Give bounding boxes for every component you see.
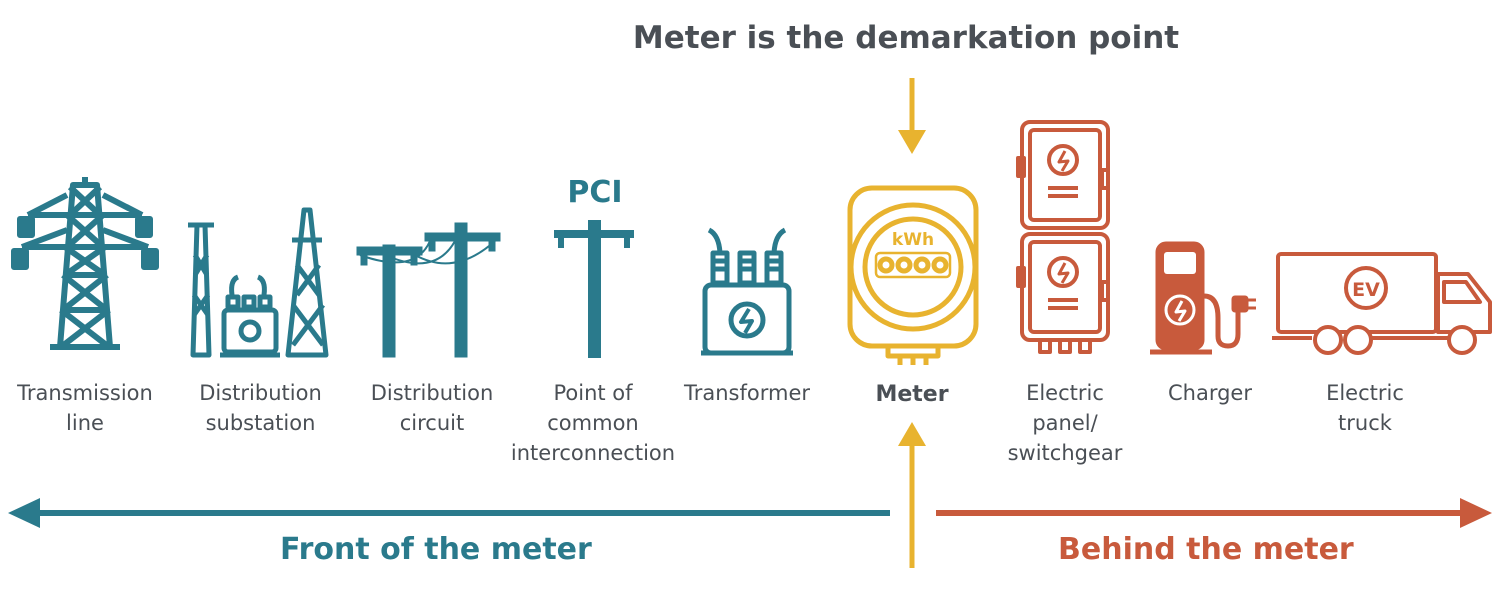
behind-arrow-icon: [936, 498, 1492, 528]
label-electric-truck: Electric truck: [1326, 381, 1404, 435]
ev-badge-text: EV: [1352, 279, 1380, 301]
label-distribution-circuit: Distribution circuit: [370, 381, 494, 435]
label-electric-panel: Electric panel/ switchgear: [1007, 381, 1123, 465]
label-transmission-line: Transmission line: [17, 381, 153, 435]
electric-panel-icon: [1016, 120, 1110, 354]
label-charger: Charger: [1168, 381, 1252, 405]
transformer-icon: [701, 227, 793, 356]
front-arrow-icon: [8, 498, 890, 528]
kwh-text: kWh: [892, 230, 934, 250]
down-arrow-icon: [898, 78, 926, 154]
diagram-title: Meter is the demarkation point: [632, 20, 1180, 56]
pci-label: PCI: [567, 175, 623, 210]
electric-truck-icon: EV: [1272, 252, 1492, 355]
label-meter: Meter: [875, 382, 949, 407]
substation-icon: [188, 207, 329, 358]
meter-icon: kWh: [847, 185, 979, 365]
behind-the-meter-label: Behind the meter: [1058, 532, 1354, 567]
ev-charger-icon: [1150, 241, 1256, 355]
up-arrow-icon: [898, 422, 926, 568]
label-transformer: Transformer: [683, 381, 810, 405]
label-distribution-substation: Distribution substation: [199, 381, 322, 435]
transmission-tower-icon: [11, 177, 159, 350]
front-of-meter-label: Front of the meter: [280, 532, 592, 567]
distribution-poles-icon: [356, 222, 501, 358]
label-point-of-common-interconnection: Point of common interconnection: [510, 381, 676, 465]
pci-pole-icon: [554, 220, 634, 358]
